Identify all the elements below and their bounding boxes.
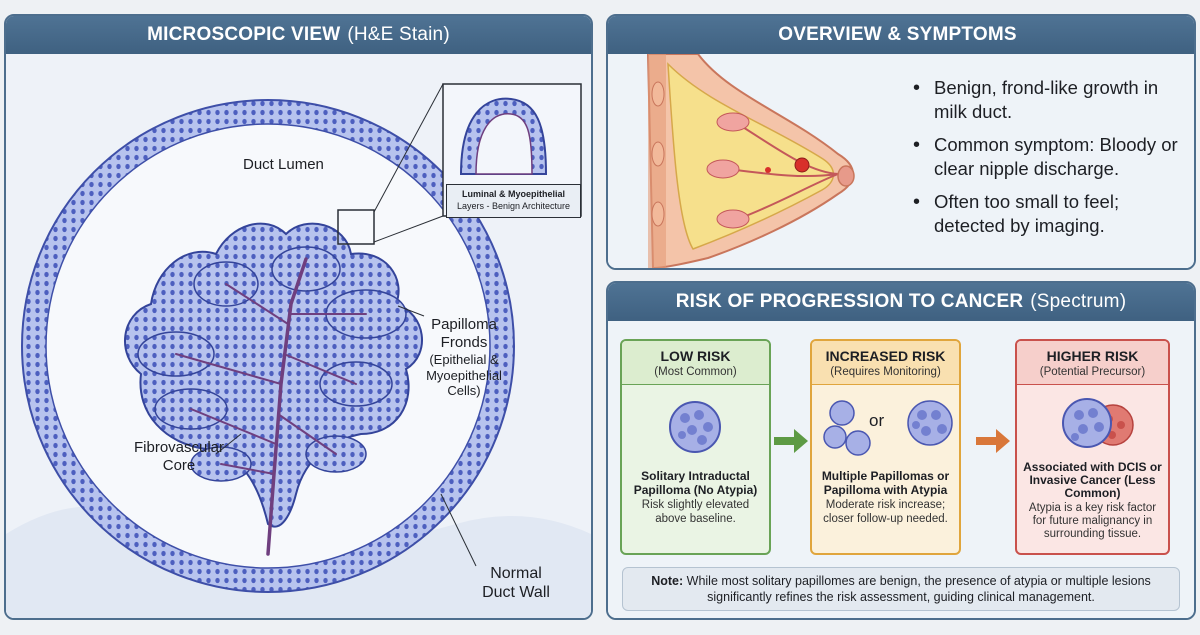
bullet-item-2: Common symptom: Bloody or clear nipple d… [910,133,1190,181]
fronds-label-line3: (Epithelial & [429,352,499,367]
low-risk-title: LOW RISK [660,348,731,364]
risk-subtitle: (Spectrum) [1030,291,1127,312]
breast-anatomy-illustration [608,54,898,268]
increased-risk-header: INCREASED RISK (Requires Monitoring) [812,341,959,385]
note-label: Note: [651,574,684,588]
inset-caption-line2: Layers - Benign Architecture [456,201,571,212]
low-risk-subtitle: (Most Common) [654,366,737,378]
fibrovascular-core [175,257,367,556]
low-risk-header: LOW RISK (Most Common) [622,341,769,385]
increased-risk-description: Multiple Papillomas or Papilloma with At… [812,469,959,526]
increased-risk-title: INCREASED RISK [825,348,946,364]
single-cell-cluster-icon [669,401,721,453]
fronds-label-line2: Fronds [440,334,488,351]
multiple-cell-clusters-icon [823,400,953,456]
inset-indicator [337,209,375,245]
fronds-label-line1: Papilloma [431,316,497,333]
bullet-item-3: Often too small to feel; detected by ima… [910,190,1190,238]
risk-header: RISK OF PROGRESSION TO CANCER (Spectrum) [608,283,1194,321]
low-risk-bold: Solitary Intraductal Papilloma (No Atypi… [633,469,758,497]
core-label-line1: Fibrovascular [133,439,225,456]
microscopic-view-header: MICROSCOPIC VIEW (H&E Stain) [6,16,591,54]
risk-title: RISK OF PROGRESSION TO CANCER [675,291,1024,312]
fibrovascular-core-label: Fibrovascular Core [118,439,240,475]
low-risk-text: Risk slightly elevated above baseline. [641,499,750,525]
wall-label-line1: Normal [490,565,542,582]
higher-risk-title: HIGHER RISK [1046,348,1139,364]
increased-risk-subtitle: (Requires Monitoring) [830,366,941,378]
low-risk-card: LOW RISK (Most Common) Solitary Intraduc… [620,339,771,555]
invasive-cell-cluster-icon [1062,398,1134,448]
bullet-item-1: Benign, frond-like growth in milk duct. [910,76,1190,124]
higher-risk-card: HIGHER RISK (Potential Precursor) Associ… [1015,339,1170,555]
papilloma-lesion [794,157,810,173]
microscopic-view-title: MICROSCOPIC VIEW [147,24,341,45]
higher-risk-text: Atypia is a key risk factor for future m… [1028,502,1157,540]
note-text: While most solitary papillomes are benig… [686,574,1151,604]
inset-caption-line1: Luminal & Myoepithelial [461,189,565,199]
overview-title: OVERVIEW & SYMPTOMS [778,24,1017,45]
increased-risk-art: or [812,385,959,469]
increased-risk-text: Moderate risk increase; closer follow-up… [823,499,948,525]
normal-duct-wall-label: Normal Duct Wall [471,564,561,602]
risk-progression-panel: RISK OF PROGRESSION TO CANCER (Spectrum)… [606,281,1196,620]
higher-risk-art [1017,385,1168,461]
duct-cross-section-illustration [6,54,591,618]
microscopic-view-body: Duct Lumen Luminal & Myoepithelial Layer… [6,54,591,618]
higher-risk-bold: Associated with DCIS or Invasive Cancer … [1023,460,1162,500]
overview-body: Benign, frond-like growth in milk duct. … [608,54,1194,268]
papilloma-fronds-label: Papilloma Fronds (Epithelial & Myoepithe… [416,316,512,399]
fronds-label-line5: Cells) [447,383,481,399]
overview-header: OVERVIEW & SYMPTOMS [608,16,1194,54]
clinical-note: Note: While most solitary papillomes are… [622,567,1180,611]
increased-risk-bold: Multiple Papillomas or Papilloma with At… [821,469,950,497]
microscopic-view-subtitle: (H&E Stain) [347,24,450,45]
or-text: or [869,411,885,430]
arrow-right-icon [976,429,1010,453]
low-risk-art [622,385,769,469]
higher-risk-subtitle: (Potential Precursor) [1039,366,1146,378]
inset-magnified-view [442,83,582,217]
higher-risk-description: Associated with DCIS or Invasive Cancer … [1017,461,1168,541]
wall-label-line2: Duct Wall [482,584,550,602]
low-risk-description: Solitary Intraductal Papilloma (No Atypi… [622,469,769,526]
papilloma-fronds [124,222,423,528]
inset-caption: Luminal & Myoepithelial Layers - Benign … [446,184,581,218]
microscopic-view-panel: MICROSCOPIC VIEW (H&E Stain) [4,14,593,620]
risk-body: LOW RISK (Most Common) Solitary Intraduc… [608,321,1194,618]
overview-symptoms-panel: OVERVIEW & SYMPTOMS [606,14,1196,270]
symptom-bullet-list: Benign, frond-like growth in milk duct. … [910,76,1190,247]
increased-risk-card: INCREASED RISK (Requires Monitoring) or [810,339,961,555]
higher-risk-header: HIGHER RISK (Potential Precursor) [1017,341,1168,385]
core-label-line2: Core [162,457,196,474]
duct-lumen-label: Duct Lumen [243,156,324,173]
arrow-right-icon [774,429,808,453]
fronds-label-line4: Myoepithelial [426,367,502,383]
